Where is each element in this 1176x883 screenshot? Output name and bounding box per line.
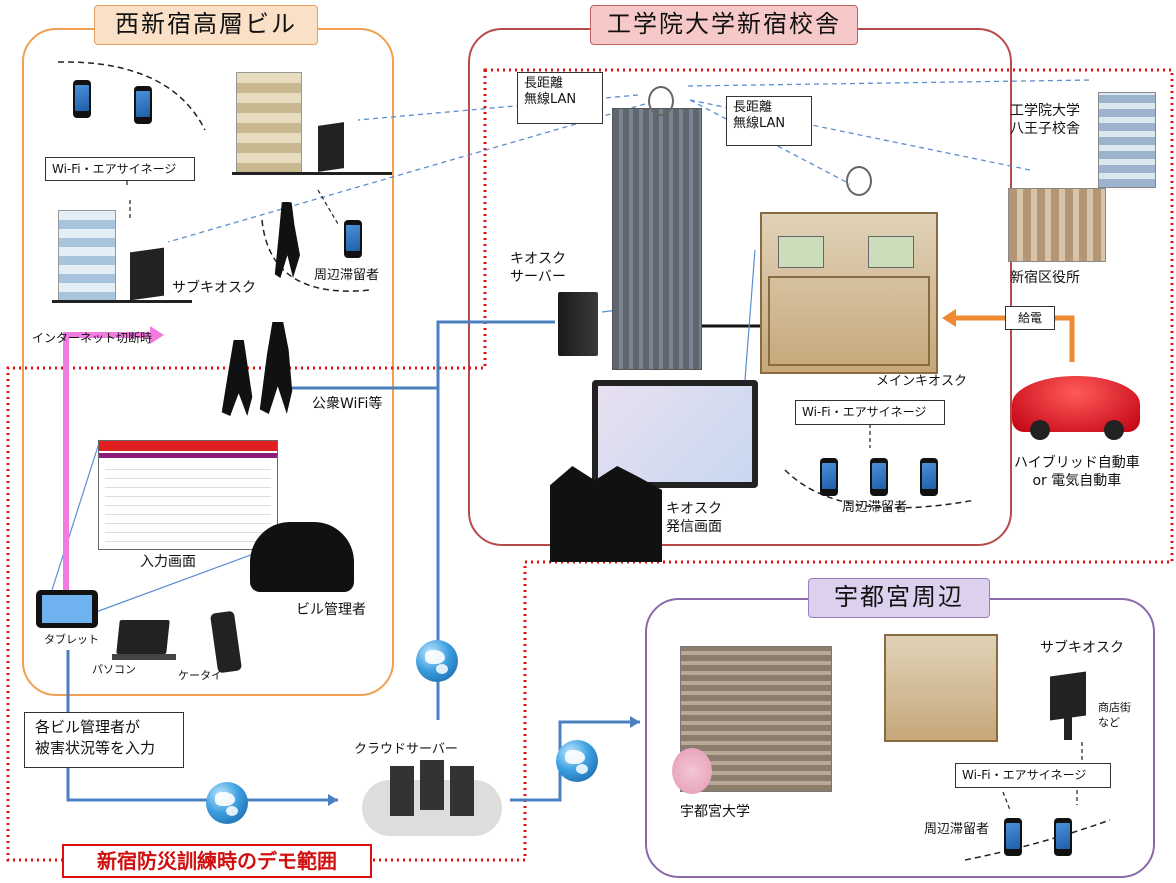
kiosk-server-label: キオスク サーバー [510,251,566,285]
smartphone-icon [870,458,888,496]
globe-icon [416,640,458,682]
globe-icon [556,740,598,782]
wifi-signage-box-main: Wi-Fi・エアサイネージ [795,400,945,425]
wifi-signage-box-utsunomiya: Wi-Fi・エアサイネージ [955,763,1111,788]
building-manager-silhouette [250,522,354,592]
cloud-server-label: クラウドサーバー [354,742,458,757]
ground-line [52,300,192,303]
network-line-server-to-public [280,320,555,390]
kiosk-booth-icon [884,634,998,742]
region-kogakuin-title: 工学院大学新宿校舎 [590,5,858,45]
smartphone-icon [1054,818,1072,856]
region-west-title: 西新宿高層ビル [94,5,318,45]
car-wheel [1030,420,1050,440]
server-rack-icon [420,760,444,810]
public-wifi-label: 公衆WiFi等 [312,396,383,412]
wifi-signage-box-west: Wi-Fi・エアサイネージ [45,157,195,181]
nearby-people-label-west: 周辺滞留者 [314,268,380,283]
antenna-icon [846,166,872,196]
keitai-label: ケータイ [178,669,222,682]
kogakuin-tower-icon [612,108,702,370]
network-line-tablet-to-cloud [66,650,338,802]
tree-blossom [672,748,712,794]
smartphone-icon [1004,818,1022,856]
main-kiosk-label: メインキオスク [876,374,968,389]
input-screen-thumbnail [98,440,278,550]
main-kiosk-icon [760,212,938,374]
server-rack-icon [390,766,414,816]
hachioji-building-icon [1098,92,1156,188]
smartphone-icon [920,458,938,496]
region-utsunomiya-title: 宇都宮周辺 [808,578,990,618]
sub-kiosk-icon [1050,671,1086,721]
smartphone-icon [344,220,362,258]
internet-cut-label: インターネット切断時 [32,331,153,345]
utsunomiya-univ-label: 宇都宮大学 [680,804,750,820]
server-rack-icon [450,766,474,816]
kiosk-screen-label: キオスク 発信画面 [666,501,722,535]
globe-icon [206,782,248,824]
tablet-label: タブレット [44,633,99,646]
laptop-base [112,654,176,660]
office-building-icon [236,72,302,174]
longrange-lan-box-2: 長距離 無線LAN [726,96,812,146]
demo-range-boundary [6,68,1174,862]
laptop-icon [116,620,170,654]
sub-kiosk-icon [318,122,344,172]
smartphone-icon [820,458,838,496]
building-manager-label: ビル管理者 [296,602,366,618]
crowd-silhouette [550,466,662,562]
antenna-icon [648,86,674,116]
smartphone-icon [73,80,91,118]
hybrid-car-label: ハイブリッド自動車 or 電気自動車 [1014,455,1140,489]
sub-kiosk-stand [1064,716,1072,740]
longrange-lan-box-1: 長距離 無線LAN [517,72,603,124]
kiosk-server-icon [558,292,598,356]
office-building-icon [58,210,116,302]
wireless-link-hachioji [687,79,1093,87]
nearby-people-label-utsunomiya: 周辺滞留者 [924,822,990,837]
input-screen-label: 入力画面 [140,554,196,570]
sub-kiosk-label-west: サブキオスク [172,280,256,296]
shinjuku-office-label: 新宿区役所 [1010,270,1080,286]
tablet-icon [36,590,98,628]
city-office-icon [1008,188,1106,262]
shotengai-label: 商店街 など [1098,701,1131,729]
pc-label: パソコン [92,663,136,676]
hachioji-label: 工学院大学 八王子校舎 [1010,103,1080,137]
sub-kiosk-label-utsunomiya: サブキオスク [1040,640,1124,656]
smartphone-icon [134,86,152,124]
ground-line [232,172,392,175]
sub-kiosk-icon [130,247,164,301]
wireless-link-sub-kiosk [167,103,646,243]
car-wheel [1104,420,1124,440]
power-label-box: 給電 [1005,306,1055,330]
input-note-box: 各ビル管理者が 被害状況等を入力 [24,712,184,768]
nearby-people-label-main: 周辺滞留者 [842,500,908,515]
power-supply-arrow [955,315,1075,362]
demo-range-label: 新宿防災訓練時のデモ範囲 [62,844,372,878]
internet-cut-arrow [63,332,150,590]
